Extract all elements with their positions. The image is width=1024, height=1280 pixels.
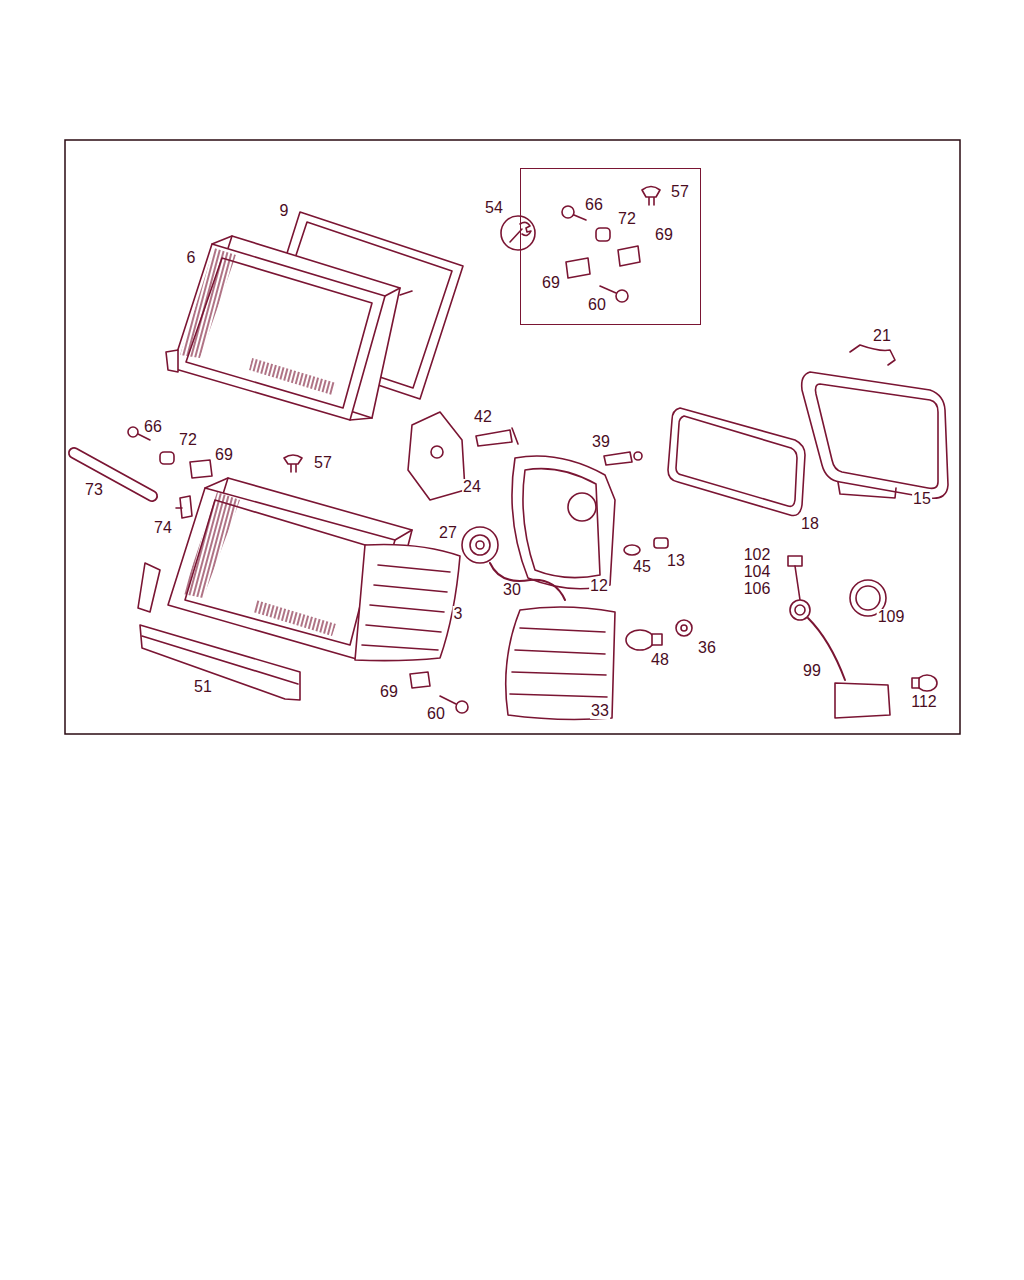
- callout-number: 21: [872, 328, 892, 344]
- callout-number: 39: [591, 434, 611, 450]
- callout-number: 3: [453, 606, 464, 622]
- inset-box: 66 57 72 69 69 60: [520, 168, 701, 325]
- callout-number: 99: [802, 663, 822, 679]
- callout-number: 74: [153, 520, 173, 536]
- callout-number: 9: [279, 203, 290, 219]
- callout-number: 12: [589, 578, 609, 594]
- callout-number: 6: [186, 250, 197, 266]
- callout-number: 45: [632, 559, 652, 575]
- callout-number: 69: [214, 447, 234, 463]
- callout-number: 72: [178, 432, 198, 448]
- callout-number: 69: [541, 275, 561, 291]
- callout-number: 72: [617, 211, 637, 227]
- callout-number: 60: [426, 706, 446, 722]
- callout-number: 106: [743, 581, 772, 597]
- callout-number: 112: [910, 694, 938, 710]
- callout-number: 69: [379, 684, 399, 700]
- callout-number: 109: [877, 609, 906, 625]
- callout-number: 60: [587, 297, 607, 313]
- callout-number: 57: [313, 455, 333, 471]
- callout-number: 42: [473, 409, 493, 425]
- callout-number: 48: [650, 652, 670, 668]
- callout-number: 15: [912, 491, 932, 507]
- callout-number: 33: [590, 703, 610, 719]
- callout-number: 57: [670, 184, 690, 200]
- callout-number: 18: [800, 516, 820, 532]
- callout-number: 69: [654, 227, 674, 243]
- callout-number: 54: [484, 200, 504, 216]
- callout-number: 102: [743, 547, 772, 563]
- callout-number: 36: [697, 640, 717, 656]
- callout-number: 30: [502, 582, 522, 598]
- callout-number: 73: [84, 482, 104, 498]
- callout-number: 51: [193, 679, 213, 695]
- callout-number: 24: [462, 479, 482, 495]
- callout-number: 66: [584, 197, 604, 213]
- callout-number: 66: [143, 419, 163, 435]
- callout-number: 104: [743, 564, 772, 580]
- callout-number: 27: [438, 525, 458, 541]
- callout-number: 13: [666, 553, 686, 569]
